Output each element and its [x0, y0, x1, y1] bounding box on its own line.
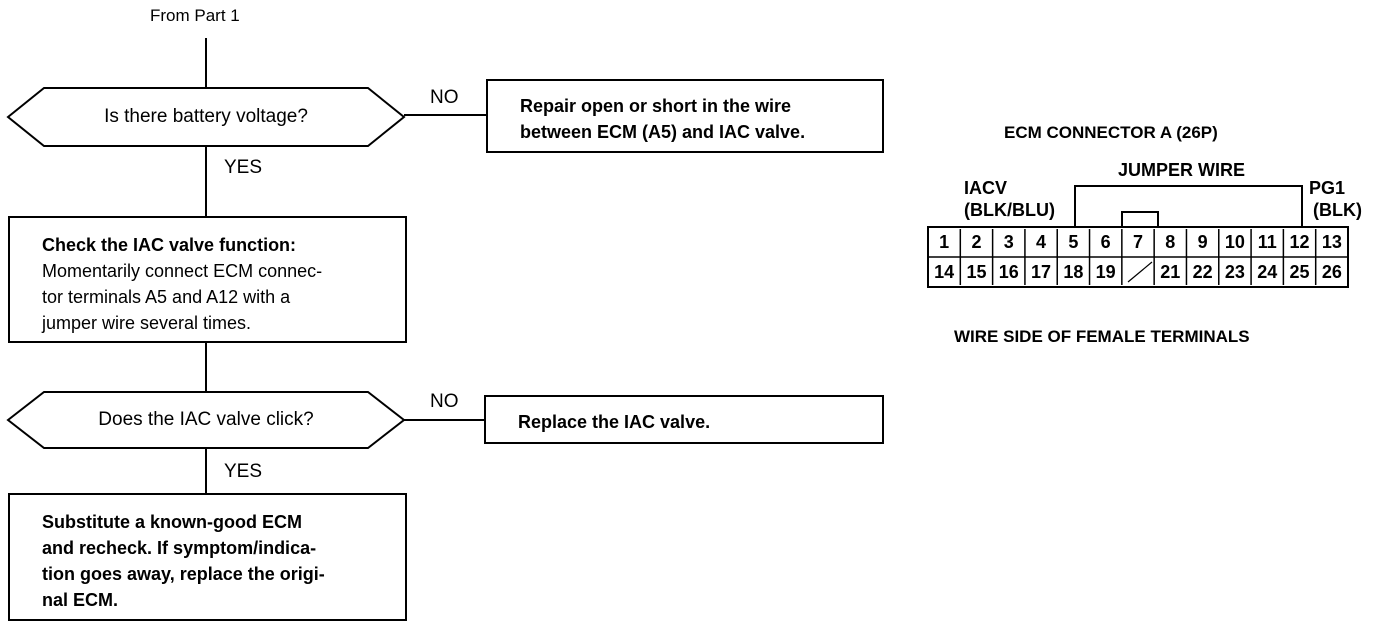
connector-pin: 13 — [1321, 232, 1342, 252]
connector-pin: 25 — [1289, 262, 1310, 282]
repair-action-box: Repair open or short in the wire between… — [486, 79, 884, 153]
check-line-1: Momentarily connect ECM connec- — [42, 261, 323, 281]
decision2-no-label: NO — [430, 391, 459, 412]
substitute-box: Substitute a known-good ECM and recheck.… — [8, 493, 407, 621]
start-label: From Part 1 — [150, 6, 240, 25]
decision1-shape — [6, 87, 406, 147]
pg1-label: PG1 — [1309, 178, 1346, 198]
connector-pin: 19 — [1095, 262, 1116, 282]
decision1-yes-label: YES — [224, 157, 263, 178]
connector-pin: 7 — [1132, 232, 1143, 252]
pg1-wire-color: (BLK) — [1313, 200, 1362, 220]
connector-pin: 15 — [966, 262, 987, 282]
connector-pin: 1 — [939, 232, 950, 252]
connector-pin: 8 — [1165, 232, 1176, 252]
substitute-line-3: tion goes away, replace the origi- — [42, 564, 325, 584]
connector-pin: 4 — [1036, 232, 1047, 252]
decision2-text: Does the IAC valve click? — [98, 409, 314, 430]
check-title: Check the IAC valve function: — [42, 235, 297, 255]
repair-line-2: between ECM (A5) and IAC valve. — [520, 122, 806, 142]
connector-caption: WIRE SIDE OF FEMALE TERMINALS — [954, 327, 1250, 346]
jumper-wire — [1074, 185, 1303, 228]
connector-pin: 9 — [1197, 232, 1208, 252]
connector-pin: 17 — [1031, 262, 1052, 282]
connector-pin: 5 — [1068, 232, 1079, 252]
replace-action-box: Replace the IAC valve. — [484, 395, 884, 444]
iacv-label: IACV — [964, 178, 1008, 198]
connector-pin: 16 — [998, 262, 1019, 282]
decision2-yes-label: YES — [224, 461, 263, 482]
connector-pin: 3 — [1003, 232, 1014, 252]
connector-pin: 21 — [1160, 262, 1181, 282]
connector-latch — [1121, 211, 1159, 228]
decision1-text: Is there battery voltage? — [104, 106, 308, 127]
check-line-3: jumper wire several times. — [42, 313, 252, 333]
decision1-no-label: NO — [430, 87, 459, 108]
connector-pin: 26 — [1321, 262, 1342, 282]
connector-title: ECM CONNECTOR A (26P) — [1004, 123, 1218, 142]
replace-text: Replace the IAC valve. — [518, 412, 711, 432]
substitute-line-1: Substitute a known-good ECM — [42, 512, 302, 532]
connector-pin: 10 — [1224, 232, 1245, 252]
jumper-wire-label: JUMPER WIRE — [1118, 160, 1246, 180]
substitute-line-4: nal ECM. — [42, 590, 119, 610]
connector-pin: 6 — [1100, 232, 1111, 252]
connector-pin: 22 — [1192, 262, 1213, 282]
iacv-wire-color: (BLK/BLU) — [964, 200, 1055, 220]
connector-pin: 2 — [971, 232, 982, 252]
connector-pin: 14 — [934, 262, 955, 282]
blank-cavity-mark — [1127, 261, 1153, 283]
check-line-2: tor terminals A5 and A12 with a — [42, 287, 291, 307]
connector-pin: 11 — [1257, 232, 1277, 252]
connector-pin: 18 — [1063, 262, 1084, 282]
connector-pin: 23 — [1224, 262, 1245, 282]
repair-line-1: Repair open or short in the wire — [520, 96, 792, 116]
substitute-line-2: and recheck. If symptom/indica- — [42, 538, 317, 558]
connector-pin: 24 — [1257, 262, 1278, 282]
check-box: Check the IAC valve function: Momentaril… — [8, 216, 407, 343]
connector-pin: 12 — [1289, 232, 1310, 252]
